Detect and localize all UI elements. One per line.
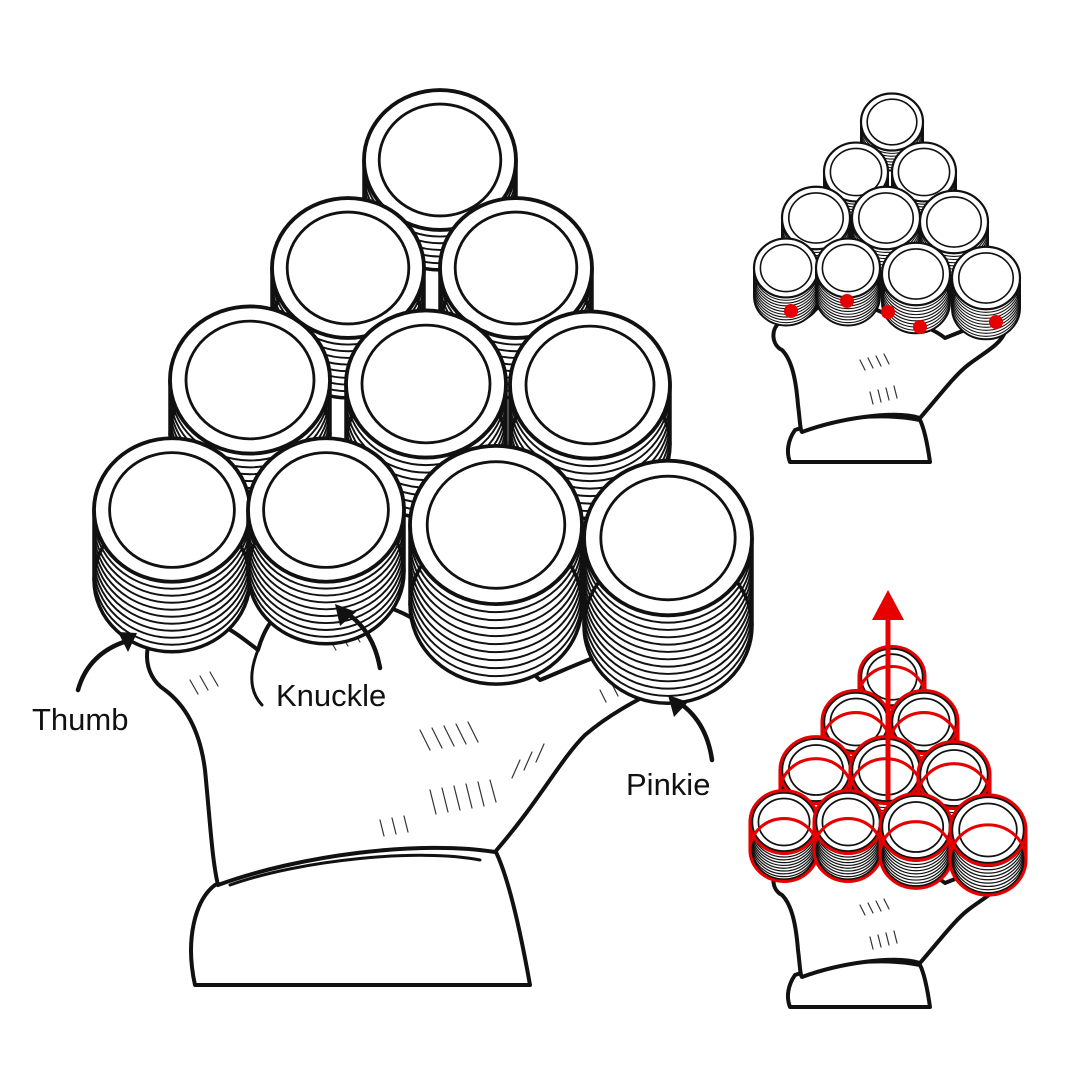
chip-stack xyxy=(948,793,1028,897)
chip-stack xyxy=(880,241,952,335)
chip-stack xyxy=(92,436,252,654)
chip-stack xyxy=(850,185,922,273)
curved-arrow-icon xyxy=(335,604,383,671)
finger-contact-points xyxy=(784,294,1003,334)
inset-chip-pyramid-highlighted xyxy=(748,644,1028,897)
chip-stack xyxy=(408,443,584,686)
red-dot-icon xyxy=(913,320,927,334)
red-dot-icon xyxy=(840,294,854,308)
chip-stack xyxy=(814,237,882,327)
label-pinkie: Pinkie xyxy=(626,767,710,802)
chip-stack xyxy=(508,309,672,521)
chip-stack xyxy=(582,458,754,706)
chip-stack xyxy=(950,245,1022,341)
curved-arrow-icon xyxy=(668,695,715,763)
chip-stack xyxy=(246,436,406,646)
main-chip-pyramid xyxy=(92,88,754,706)
inset-hand xyxy=(771,298,1008,464)
chip-stack xyxy=(890,141,958,225)
red-dot-icon xyxy=(989,315,1003,329)
label-thumb: Thumb xyxy=(32,702,128,737)
chip-stack xyxy=(812,789,884,883)
red-dot-icon xyxy=(881,305,895,319)
label-knuckle: Knuckle xyxy=(276,678,386,713)
up-arrow-icon xyxy=(872,590,904,800)
inset-lift-direction xyxy=(748,590,1028,1009)
main-illustration: Thumb Knuckle Pinkie xyxy=(32,88,754,987)
chip-stack xyxy=(748,789,820,883)
inset-finger-placement xyxy=(752,92,1022,464)
inset-chip-pyramid xyxy=(752,92,1022,341)
chip-stack xyxy=(878,792,954,890)
red-dot-icon xyxy=(784,304,798,318)
curved-arrow-icon xyxy=(75,632,137,693)
